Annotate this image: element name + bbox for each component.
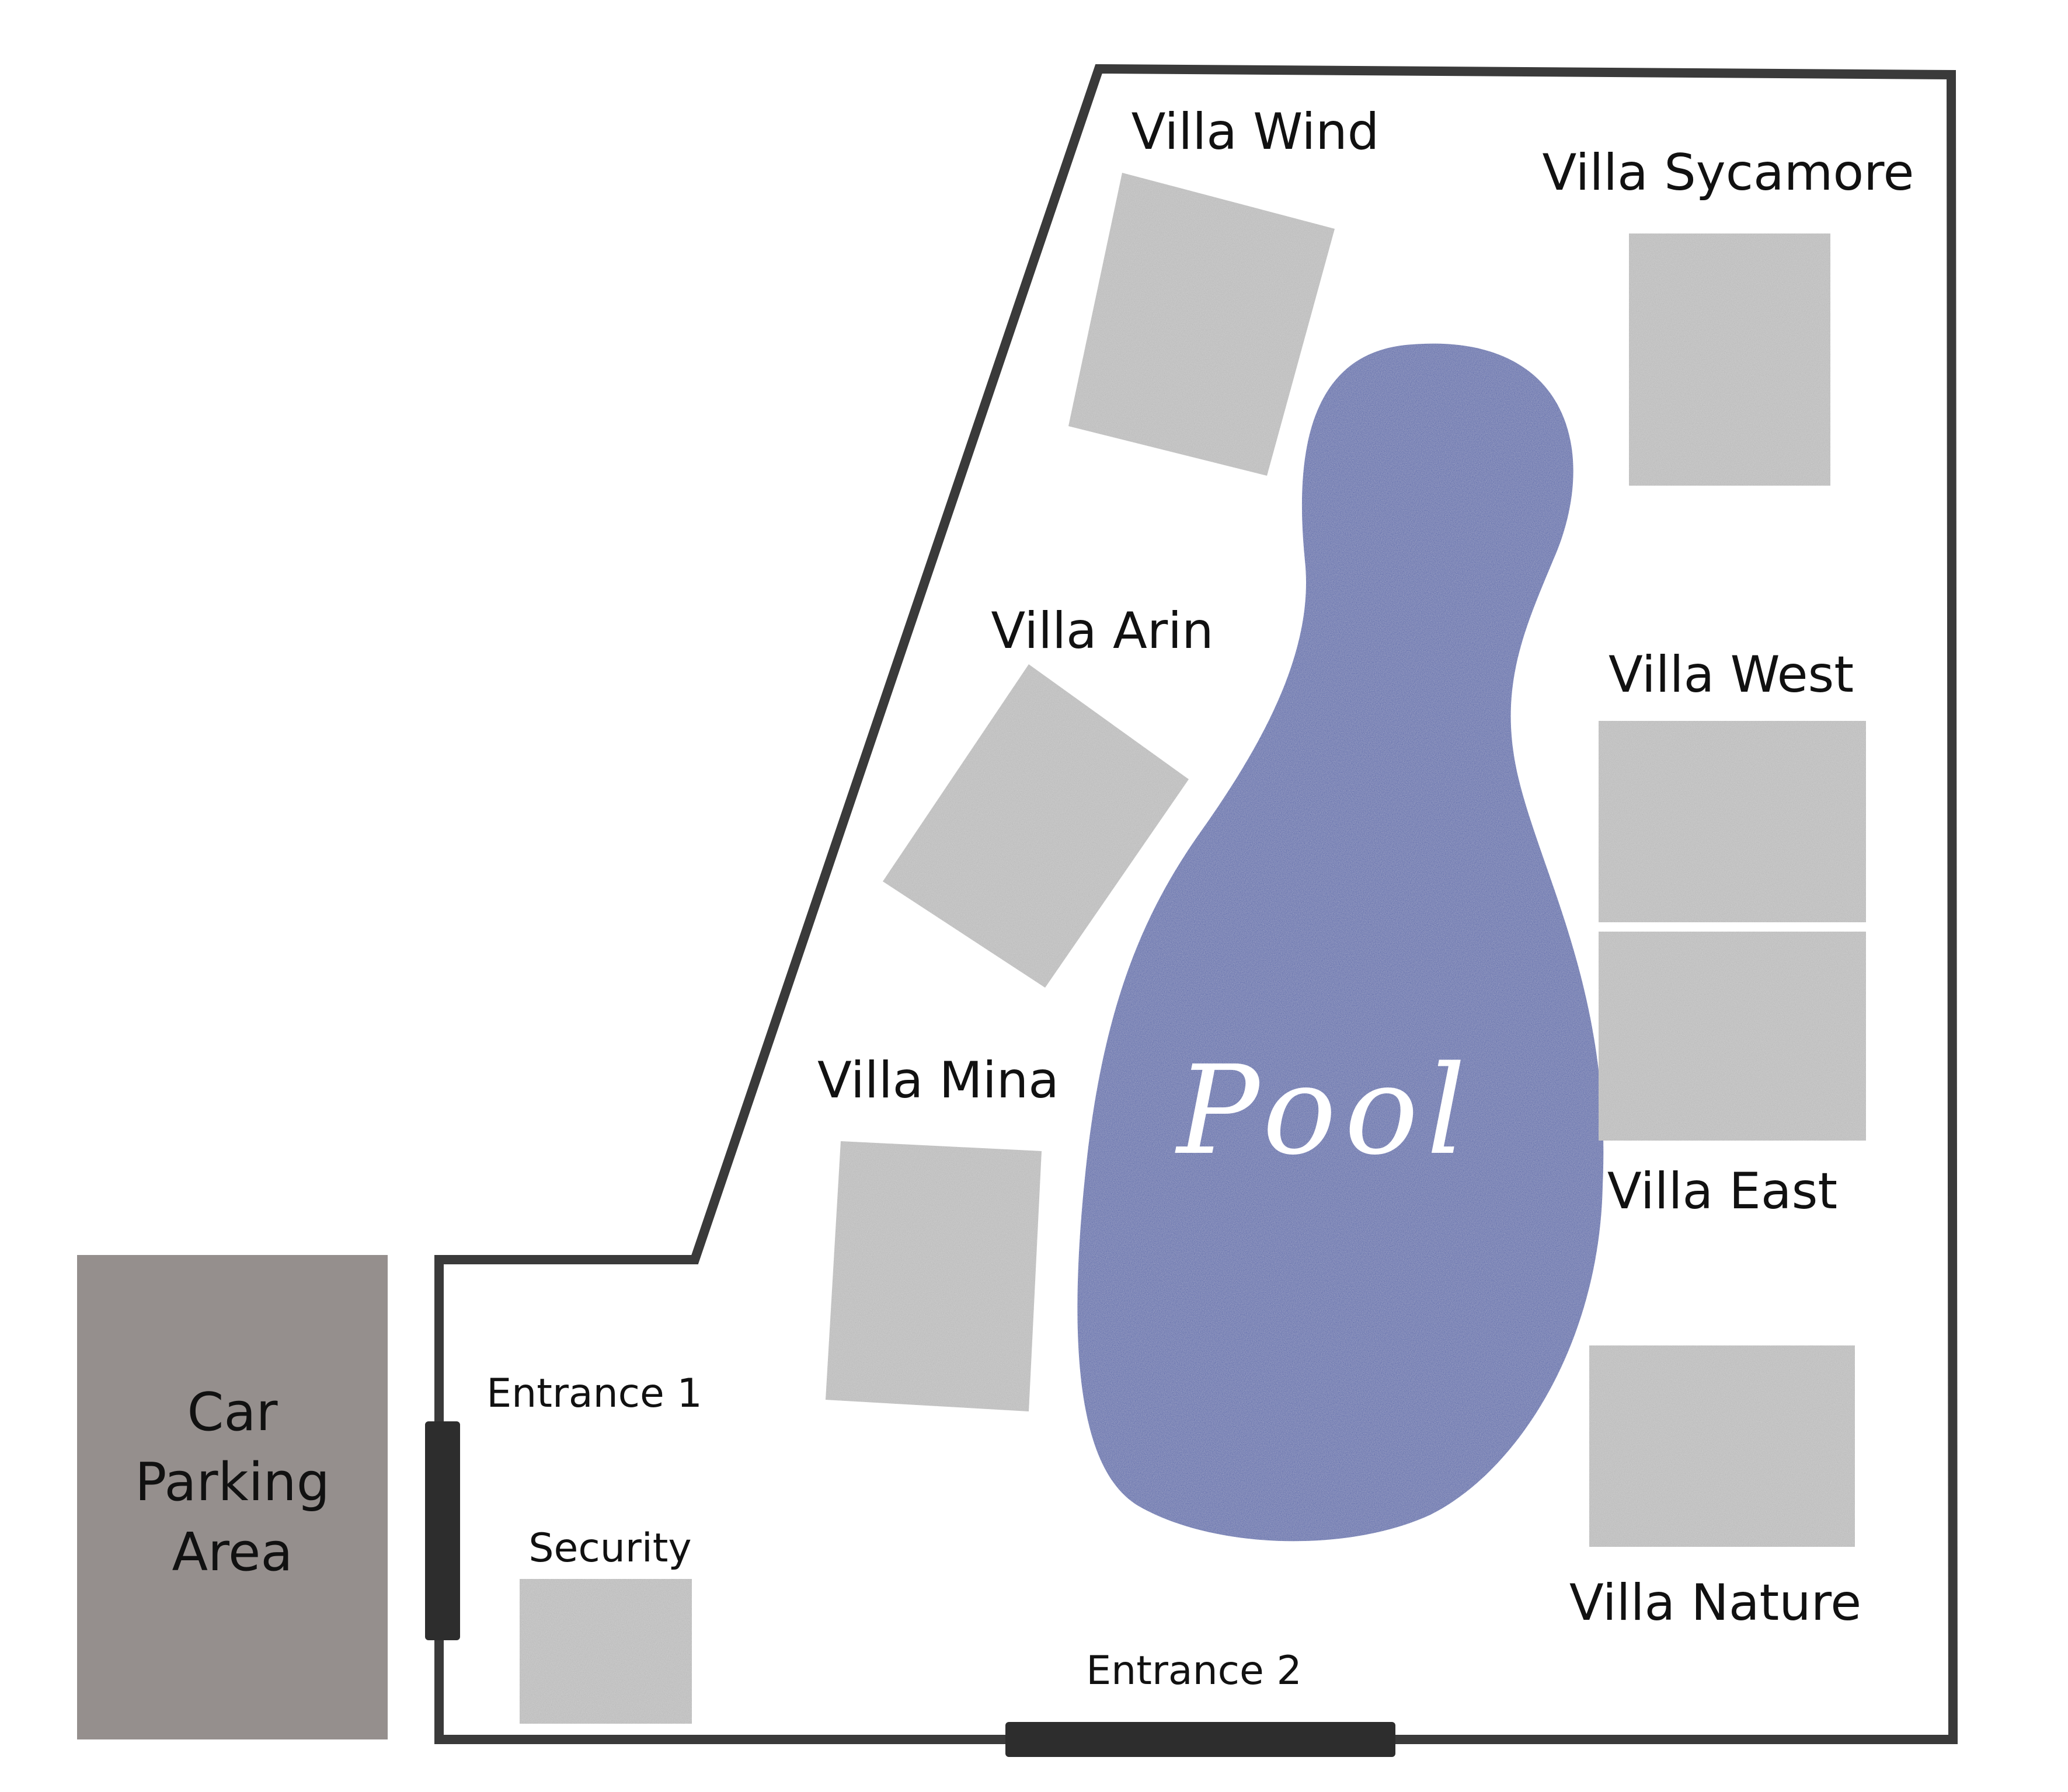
entrance-1-gate[interactable]	[425, 1421, 460, 1640]
entrance-2-gate[interactable]	[1005, 1722, 1395, 1757]
pool[interactable]	[1077, 343, 1604, 1542]
entrance-2-label: Entrance 2	[1086, 1648, 1302, 1694]
car-parking-area	[77, 1255, 388, 1739]
villa-wind-building[interactable]	[1068, 173, 1335, 476]
parking-label-line-2: Parking	[135, 1452, 330, 1513]
villa-west-label: Villa West	[1609, 646, 1854, 704]
entrance-1-label: Entrance 1	[486, 1371, 702, 1417]
villa-wind-label: Villa Wind	[1132, 103, 1380, 161]
villa-sycamore-building[interactable]	[1629, 233, 1830, 486]
villa-east-label: Villa East	[1607, 1162, 1837, 1221]
security-label: Security	[528, 1525, 691, 1571]
parking-label-line-3: Area	[172, 1522, 293, 1583]
villa-mina-label: Villa Mina	[817, 1051, 1059, 1110]
villa-east-building[interactable]	[1599, 932, 1866, 1141]
villa-arin-label: Villa Arin	[991, 602, 1213, 660]
villa-mina-building[interactable]	[826, 1141, 1042, 1411]
villa-nature-label: Villa Nature	[1569, 1574, 1861, 1632]
villa-west-building[interactable]	[1599, 721, 1866, 922]
security-building[interactable]	[520, 1579, 692, 1724]
parking-label-line-1: Car	[187, 1382, 278, 1443]
pool-label: Pool	[1175, 1039, 1474, 1182]
villa-nature-building[interactable]	[1589, 1345, 1855, 1547]
villa-sycamore-label: Villa Sycamore	[1543, 144, 1914, 202]
villa-arin-building[interactable]	[883, 664, 1189, 988]
